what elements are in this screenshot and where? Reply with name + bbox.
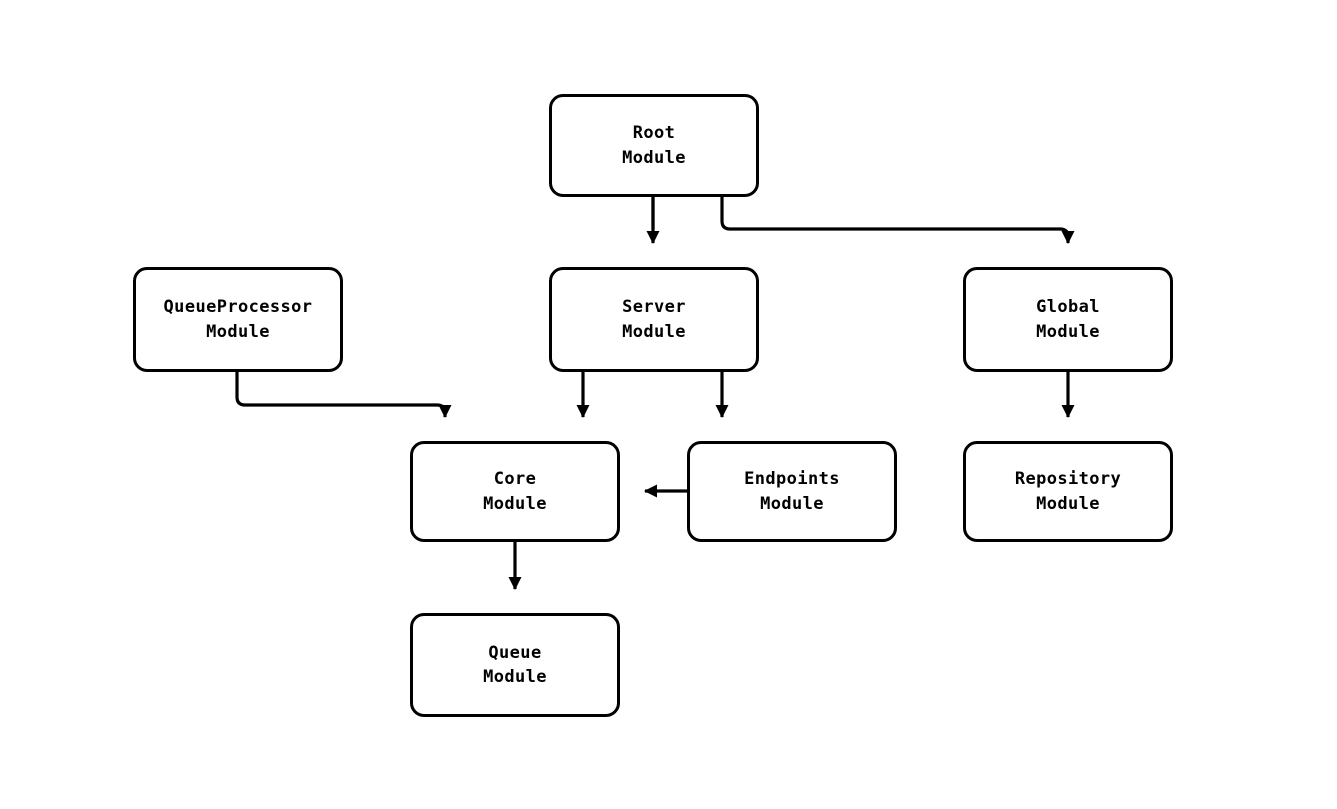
node-queueprocessor-module-line1: QueueProcessor [163, 297, 313, 318]
node-endpoints-module-line1: Endpoints [744, 469, 840, 490]
node-endpoints-module-line2: Module [760, 493, 824, 514]
node-repository-module[interactable]: Repository Module [963, 441, 1173, 542]
node-core-module[interactable]: Core Module [410, 441, 620, 542]
node-endpoints-module[interactable]: Endpoints Module [687, 441, 897, 542]
node-global-module[interactable]: Global Module [963, 267, 1173, 372]
node-root-module[interactable]: Root Module [549, 94, 759, 197]
edge-queueprocessor-to-core [235, 372, 452, 418]
edge-root-to-global [720, 197, 1075, 244]
node-core-module-line2: Module [483, 493, 547, 514]
node-server-module-line2: Module [622, 321, 686, 342]
node-server-module[interactable]: Server Module [549, 267, 759, 372]
node-queue-module-line2: Module [483, 667, 547, 687]
node-global-module-line2: Module [1036, 321, 1100, 342]
node-queue-module[interactable]: Queue Module [410, 613, 620, 717]
node-root-module-line2: Module [622, 147, 686, 168]
node-global-module-line1: Global [1036, 297, 1100, 318]
node-root-module-line1: Root [632, 123, 676, 144]
node-queueprocessor-module[interactable]: QueueProcessor Module [133, 267, 343, 372]
node-core-module-line1: Core [493, 469, 537, 490]
node-repository-module-line1: Repository [1014, 469, 1122, 490]
node-server-module-line1: Server [622, 297, 686, 318]
node-repository-module-line2: Module [1036, 493, 1100, 514]
node-queue-module-line1: Queue [488, 642, 542, 663]
node-queueprocessor-module-line2: Module [206, 321, 270, 342]
